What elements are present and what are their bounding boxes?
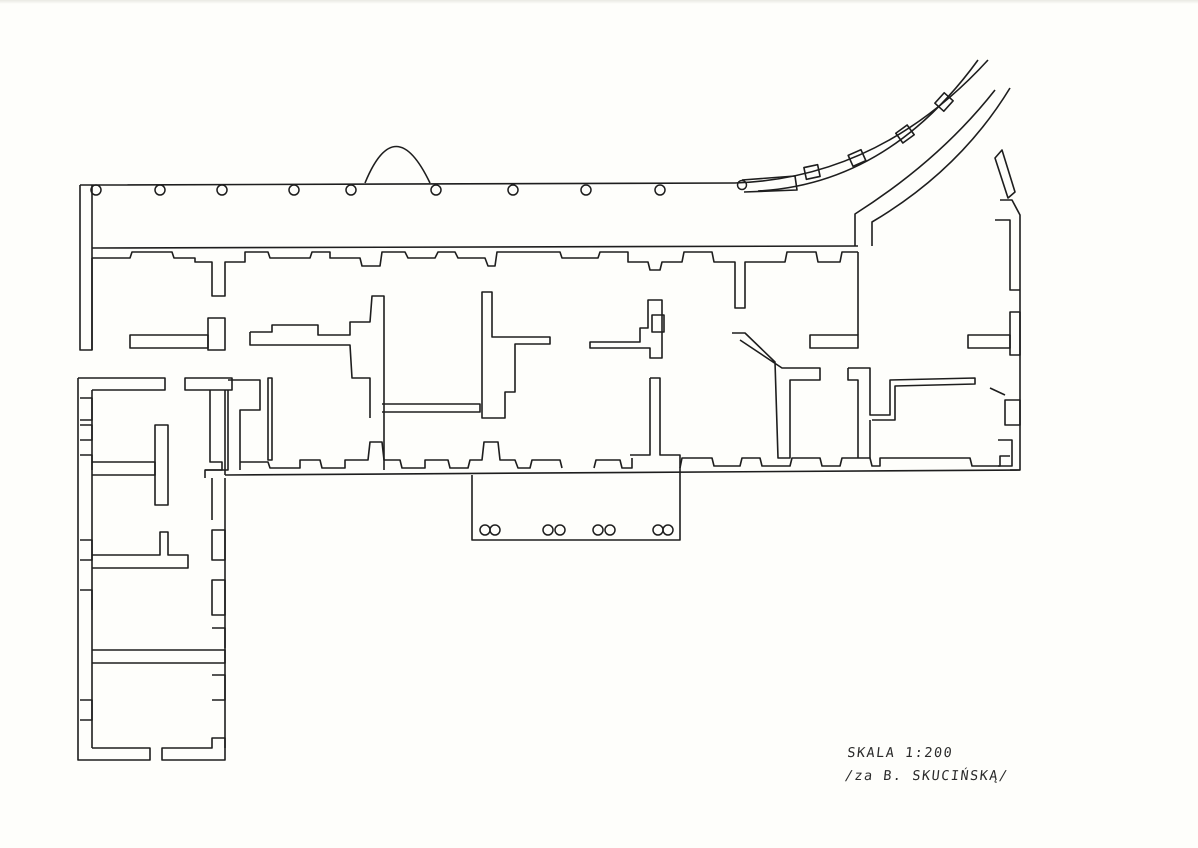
scale-label: SKALA 1:200 xyxy=(846,745,955,761)
colonnade-piers xyxy=(741,91,954,193)
scan-edge xyxy=(0,0,1198,4)
south-wall xyxy=(224,441,1021,476)
apse xyxy=(364,145,431,184)
east-pavilion xyxy=(857,149,1021,471)
west-wing xyxy=(77,377,233,761)
columns xyxy=(90,179,748,536)
portico xyxy=(471,470,681,541)
gallery xyxy=(79,59,1011,351)
drawing-caption: SKALA 1:200 /za B. SKUCIŃSKĄ/ xyxy=(844,742,1013,788)
credit-label: /za B. SKUCIŃSKĄ/ xyxy=(844,768,1010,784)
